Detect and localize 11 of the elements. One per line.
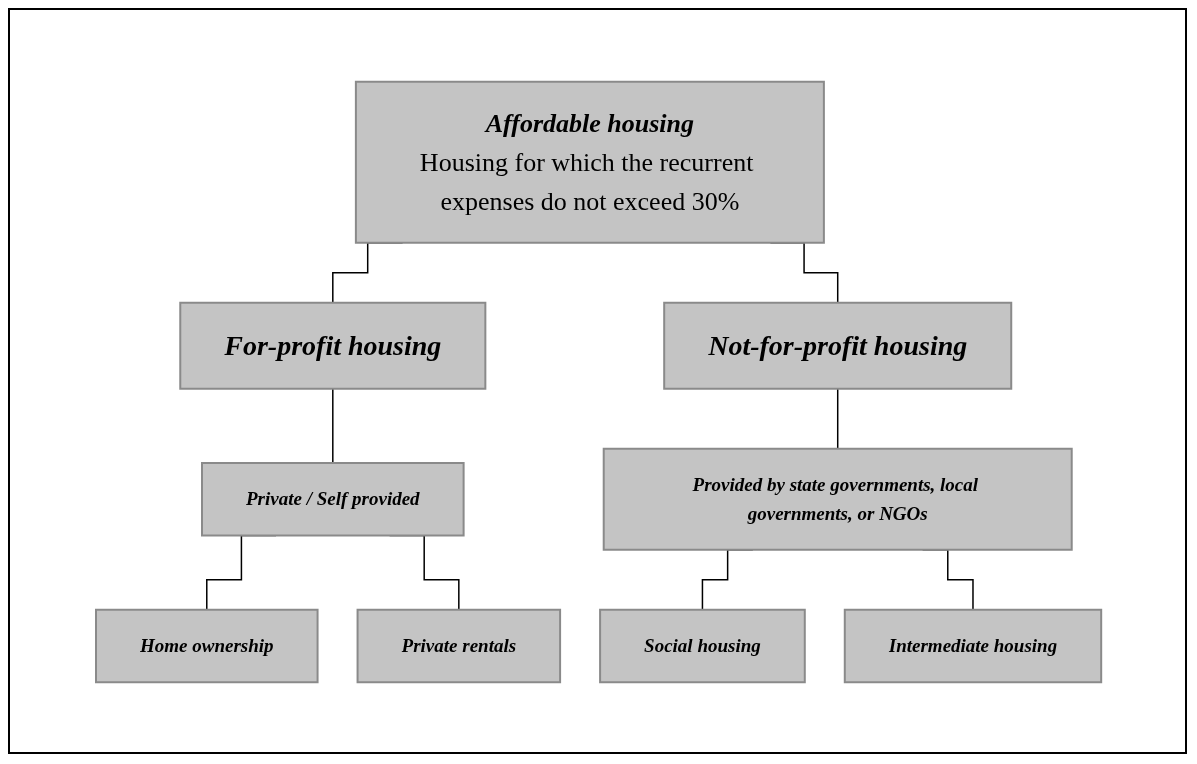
node-box: Not-for-profit housing — [663, 301, 1013, 390]
node-box: Affordable housing Housing for which the recurrent expenses do not exceed 30% — [354, 80, 825, 244]
node-box: Home ownership — [94, 608, 319, 684]
node-box: Intermediate housing — [843, 608, 1103, 684]
node-box: Provided by state governments, local governments, or NGOs — [602, 447, 1073, 551]
node-box: Private rentals — [356, 608, 561, 684]
node-box: Social housing — [599, 608, 806, 684]
connector — [331, 388, 334, 464]
connector — [836, 388, 839, 450]
node-box: Private / Self provided — [200, 462, 465, 537]
node-box: For-profit housing — [179, 301, 487, 390]
